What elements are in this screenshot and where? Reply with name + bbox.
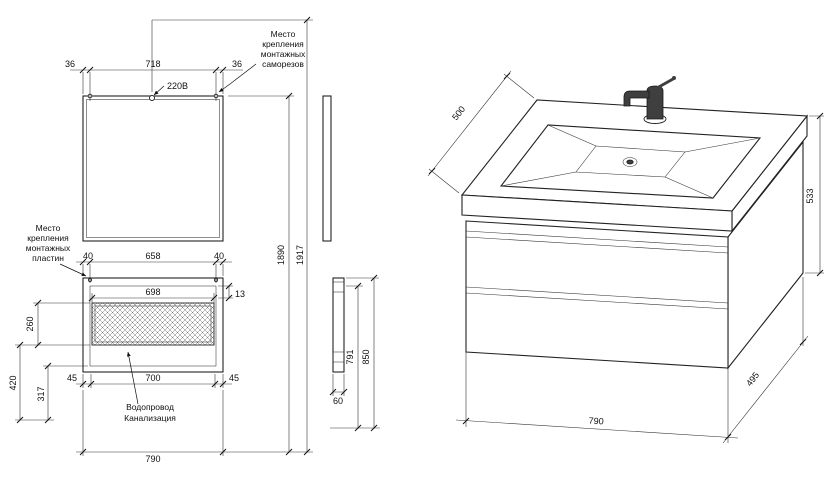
outlet-mark [149,95,155,101]
screws-note-line2: крепления [262,39,304,49]
faucet-body [646,85,664,120]
plates-note-leader [59,263,87,277]
dim-width-790: 790 [588,416,604,427]
dim-level-317: 317 [36,386,46,401]
counter-front-face [461,194,733,232]
plumbing-note-line1: Водопровод [126,402,174,412]
faucet-spout [623,90,650,107]
dim-side-depth-60: 60 [333,396,343,406]
dim-plate-spacing: 658 [145,251,160,261]
drawer-groove-lines [465,230,729,310]
dim-plate-offset-left: 40 [83,251,93,261]
perspective-dim-ticks [428,72,824,441]
side-dim-lines [330,277,380,429]
front-dim-ticks [16,16,311,456]
drawer-hatched-panel [91,302,215,346]
dim-bottom-offset-left: 45 [67,373,77,383]
drawer-inner-edge [94,305,212,343]
cabinet-inner-edge [89,285,217,367]
screws-note-line3: монтажных [261,49,306,59]
plumbing-leader [126,351,139,405]
dim-cabinet-width: 790 [145,454,160,464]
dim-plate-offset-right: 40 [214,251,224,261]
screws-note-leader [218,63,257,93]
faucet [623,76,676,124]
dim-depth-495: 495 [744,370,761,388]
label-outlet-voltage: 220В [167,81,188,91]
bracket-bottom [332,351,345,363]
dim-mirror-margin-left: 36 [65,59,75,69]
screws-mounting-note: Место крепления монтажных саморезов [261,29,306,69]
dim-level-420: 420 [8,375,18,390]
faucet-lever [655,77,675,90]
plumbing-note: Водопровод Канализация [124,402,176,423]
dim-side-791: 791 [345,349,355,364]
screws-note-line4: саморезов [262,59,304,69]
dim-depth-500: 500 [450,104,467,122]
dim-screw-spacing: 718 [145,59,160,69]
dim-height-1917: 1917 [295,245,305,265]
perspective-dim-lines [427,70,824,444]
perspective-view: 500 533 790 495 [427,70,824,444]
plates-note-line3: монтажных [26,243,71,253]
dim-bottom-inner-width: 700 [145,373,160,383]
cabinet-front-face [465,220,729,369]
dim-height-1890: 1890 [276,245,286,265]
side-dim-ticks [329,274,378,432]
cabinet-side-profile [332,277,345,373]
drain-ring [622,157,638,167]
drain-hole [626,159,634,165]
dim-drawer-height: 260 [25,316,35,331]
front-view: 36 718 36 220В 1890 1917 40 658 40 698 1… [8,16,313,464]
dim-bottom-offset-right: 45 [229,373,239,383]
plumbing-note-line2: Канализация [124,413,176,423]
bracket-top [332,281,345,293]
front-dim-lines [15,19,313,456]
outlet-leader [153,85,165,96]
dim-side-850: 850 [361,349,371,364]
dim-mirror-margin-right: 36 [232,59,242,69]
dim-rail-height: 13 [235,289,245,299]
mirror-front [82,95,224,242]
plates-note-line1: Место [36,223,61,233]
plates-mounting-note: Место крепления монтажных пластин [26,223,71,263]
dim-inner-width: 698 [145,287,160,297]
mirror-side [322,95,332,242]
side-view: 791 850 60 [322,95,380,432]
faucet-lever-knob [672,76,676,80]
basin-slope-edges [500,124,761,199]
screws-note-line1: Место [271,29,296,39]
dim-height-533: 533 [805,188,815,203]
plates-note-line4: пластин [32,253,64,263]
plates-note-line2: крепления [27,233,69,243]
